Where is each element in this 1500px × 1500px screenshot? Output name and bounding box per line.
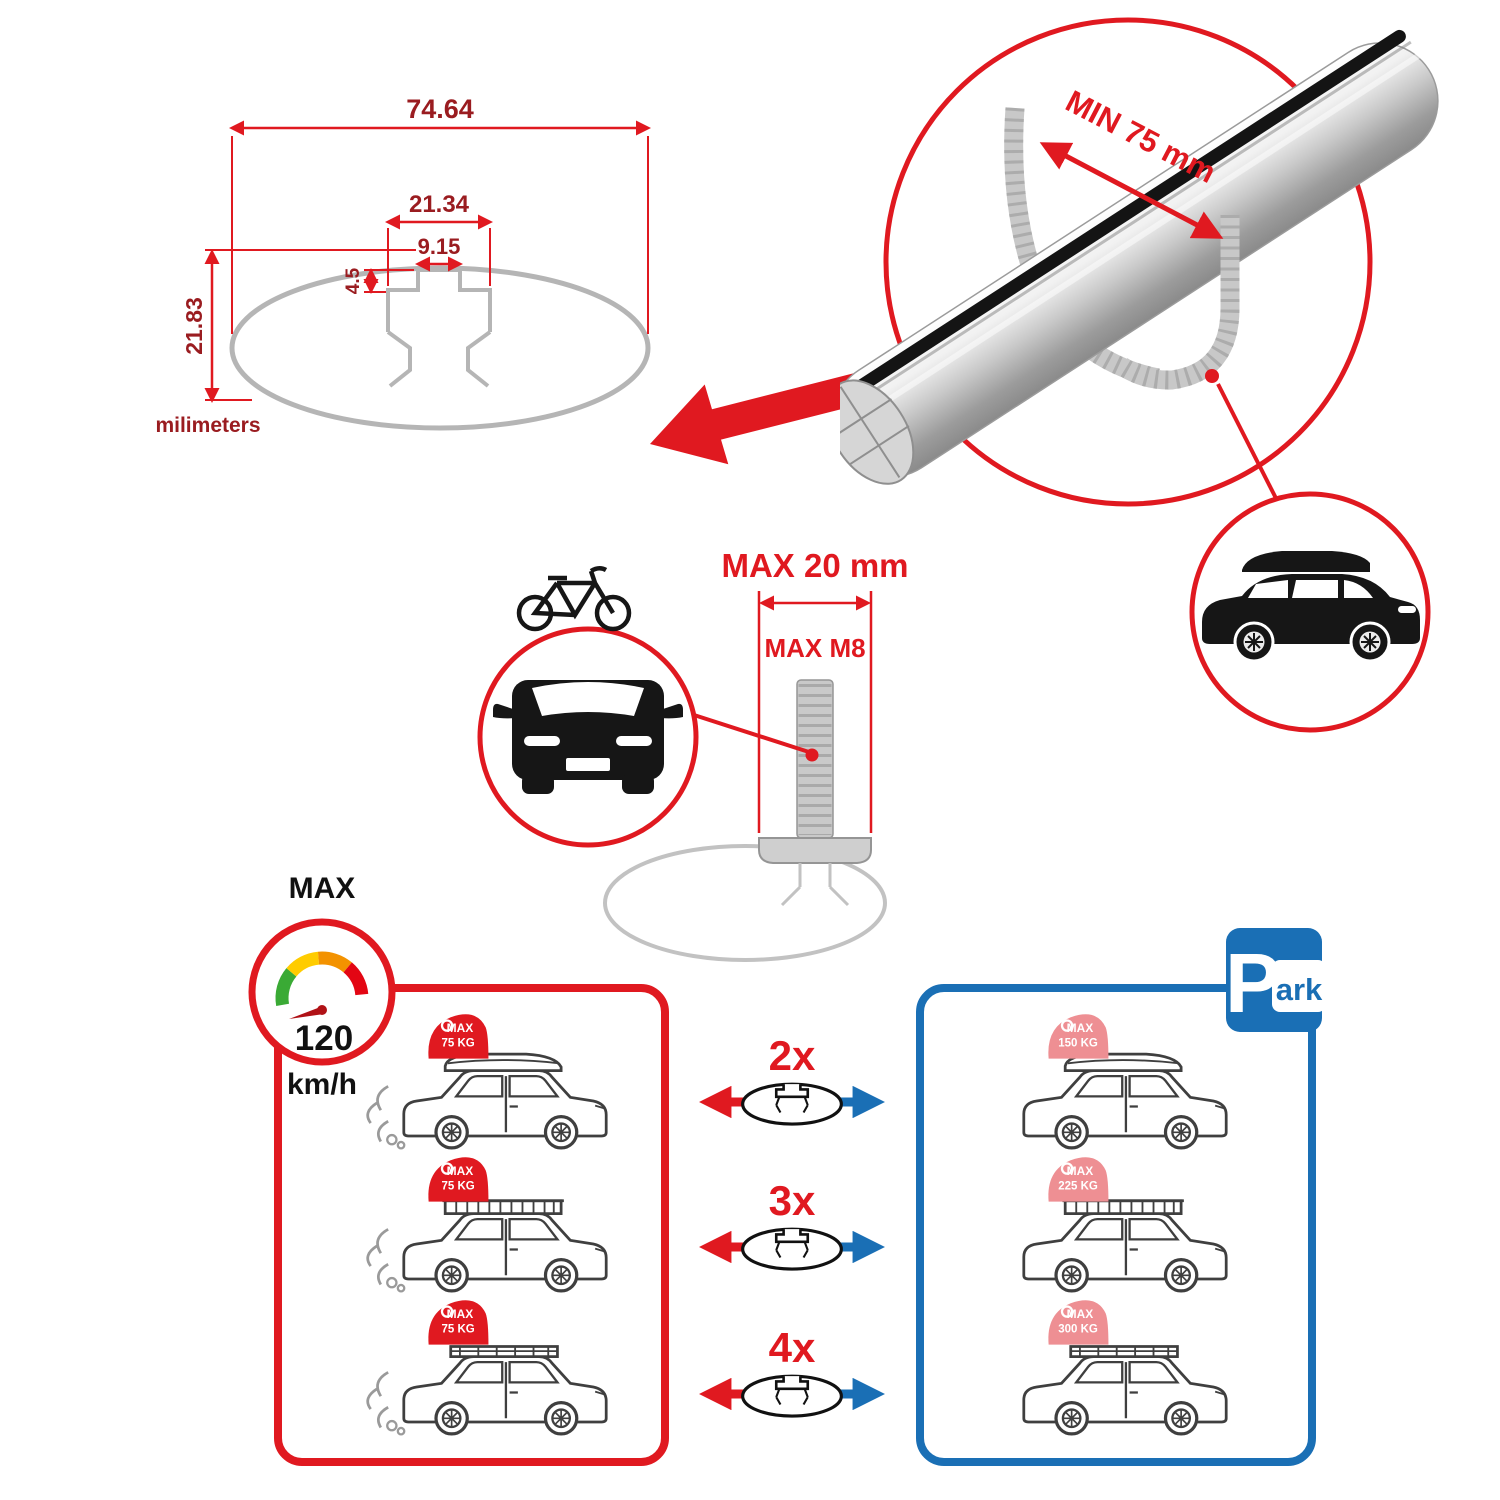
load-tag: MAX 75 KG bbox=[427, 1156, 490, 1203]
load-tag: MAX 300 KG bbox=[1047, 1299, 1110, 1346]
dimension-total-width: 74.64 bbox=[229, 94, 651, 334]
red-arrow bbox=[650, 370, 873, 465]
crossbar-oval-icon bbox=[741, 1227, 843, 1271]
speed-max-label: MAX bbox=[289, 872, 356, 905]
svg-text:MAX: MAX bbox=[447, 1021, 474, 1035]
max-width-dimension: MAX 20 mm MAX M8 bbox=[721, 547, 909, 833]
max-width-label: MAX 20 mm bbox=[721, 547, 908, 584]
dimension-lip-depth: 4.5 bbox=[343, 267, 414, 294]
leader-line bbox=[693, 713, 813, 755]
bicycle-icon bbox=[516, 566, 632, 632]
svg-text:75 KG: 75 KG bbox=[441, 1038, 474, 1050]
speed-units: km/h bbox=[287, 1068, 357, 1101]
profile-oval-ghost bbox=[603, 844, 887, 962]
multiplier-label: 4x bbox=[769, 1324, 816, 1371]
detail-pointer-arrow bbox=[650, 370, 873, 465]
attachment-dot bbox=[805, 748, 819, 762]
load-tag: MAX 75 KG bbox=[427, 1299, 490, 1346]
svg-text:150 KG: 150 KG bbox=[1058, 1038, 1098, 1050]
crossbar-detail-view: MIN 75 mm bbox=[840, 17, 1439, 733]
crossbar-oval-profile bbox=[229, 265, 651, 431]
load-tag: MAX 150 KG bbox=[1047, 1013, 1110, 1060]
svg-text:MAX: MAX bbox=[1067, 1164, 1094, 1178]
t-slot-stem bbox=[386, 330, 492, 388]
speedometer-icon: MAX 120 km/h bbox=[248, 872, 396, 1101]
load-tag: MAX 75 KG bbox=[427, 1013, 490, 1060]
profile-dimension-drawing: 74.64 21.34 9.15 4.5 21.83 milimeters bbox=[155, 94, 651, 437]
parking-car-3: MAX 300 KG bbox=[1022, 1299, 1228, 1436]
parking-car-1: MAX 150 KG bbox=[1022, 1013, 1228, 1150]
speed-value: 120 bbox=[295, 1019, 353, 1058]
front-wheel bbox=[1349, 621, 1391, 663]
car-front-icon bbox=[493, 680, 683, 794]
suv-roofbox-icon bbox=[1202, 551, 1420, 663]
multiplier-label: 2x bbox=[769, 1032, 816, 1079]
dim-total-width-label: 74.64 bbox=[406, 94, 474, 124]
svg-text:MAX: MAX bbox=[447, 1307, 474, 1321]
dimension-slot-width: 9.15 bbox=[415, 234, 463, 272]
dim-channel-width-label: 21.34 bbox=[409, 191, 470, 218]
roof-box bbox=[1242, 551, 1370, 572]
bolt-dimension-diagram: MAX 20 mm MAX M8 bbox=[477, 547, 909, 962]
multiplier-row-4x: 4x bbox=[699, 1324, 885, 1418]
dimension-total-height: 21.83 bbox=[181, 249, 416, 403]
rear-wheel bbox=[1233, 621, 1275, 663]
multiplier-row-3x: 3x bbox=[699, 1177, 885, 1271]
driving-car-3: MAX 75 KG bbox=[366, 1299, 608, 1436]
crossbar-oval-icon bbox=[741, 1082, 843, 1126]
attachment-dot bbox=[1205, 369, 1219, 383]
driving-car-1: MAX 75 KG bbox=[366, 1013, 608, 1150]
parking-sign-ark: ark bbox=[1276, 972, 1323, 1007]
units-label: milimeters bbox=[155, 414, 260, 437]
multiplier-label: 3x bbox=[769, 1177, 816, 1224]
max-thread-label: MAX M8 bbox=[764, 633, 865, 663]
svg-text:MAX: MAX bbox=[1067, 1021, 1094, 1035]
t-head-flange bbox=[758, 837, 872, 864]
load-tag: MAX 225 KG bbox=[1047, 1156, 1110, 1203]
driving-car-2: MAX 75 KG bbox=[366, 1156, 608, 1293]
svg-text:MAX: MAX bbox=[1067, 1307, 1094, 1321]
svg-text:300 KG: 300 KG bbox=[1058, 1324, 1098, 1336]
dim-slot-width-label: 9.15 bbox=[418, 234, 461, 259]
svg-text:75 KG: 75 KG bbox=[441, 1181, 474, 1193]
gauge-needle bbox=[289, 1006, 324, 1019]
dimension-channel-width: 21.34 bbox=[385, 191, 493, 286]
svg-text:225 KG: 225 KG bbox=[1058, 1181, 1098, 1193]
dim-total-height-label: 21.83 bbox=[181, 297, 207, 355]
crossbar-oval-icon bbox=[741, 1374, 843, 1418]
parking-sign-p: P bbox=[1225, 936, 1281, 1030]
svg-text:75 KG: 75 KG bbox=[441, 1324, 474, 1336]
dim-lip-depth-label: 4.5 bbox=[343, 267, 364, 294]
u-bolt-front bbox=[1116, 215, 1240, 390]
capacity-speed-panel: P ark MAX 120 km/h MAX 75 KG MAX 75 KG bbox=[248, 872, 1326, 1466]
t-slot-channel bbox=[386, 268, 492, 332]
parking-car-2: MAX 225 KG bbox=[1022, 1156, 1228, 1293]
multiplier-row-2x: 2x bbox=[699, 1032, 885, 1126]
parking-sign: P ark bbox=[1225, 928, 1326, 1032]
svg-text:MAX: MAX bbox=[447, 1164, 474, 1178]
